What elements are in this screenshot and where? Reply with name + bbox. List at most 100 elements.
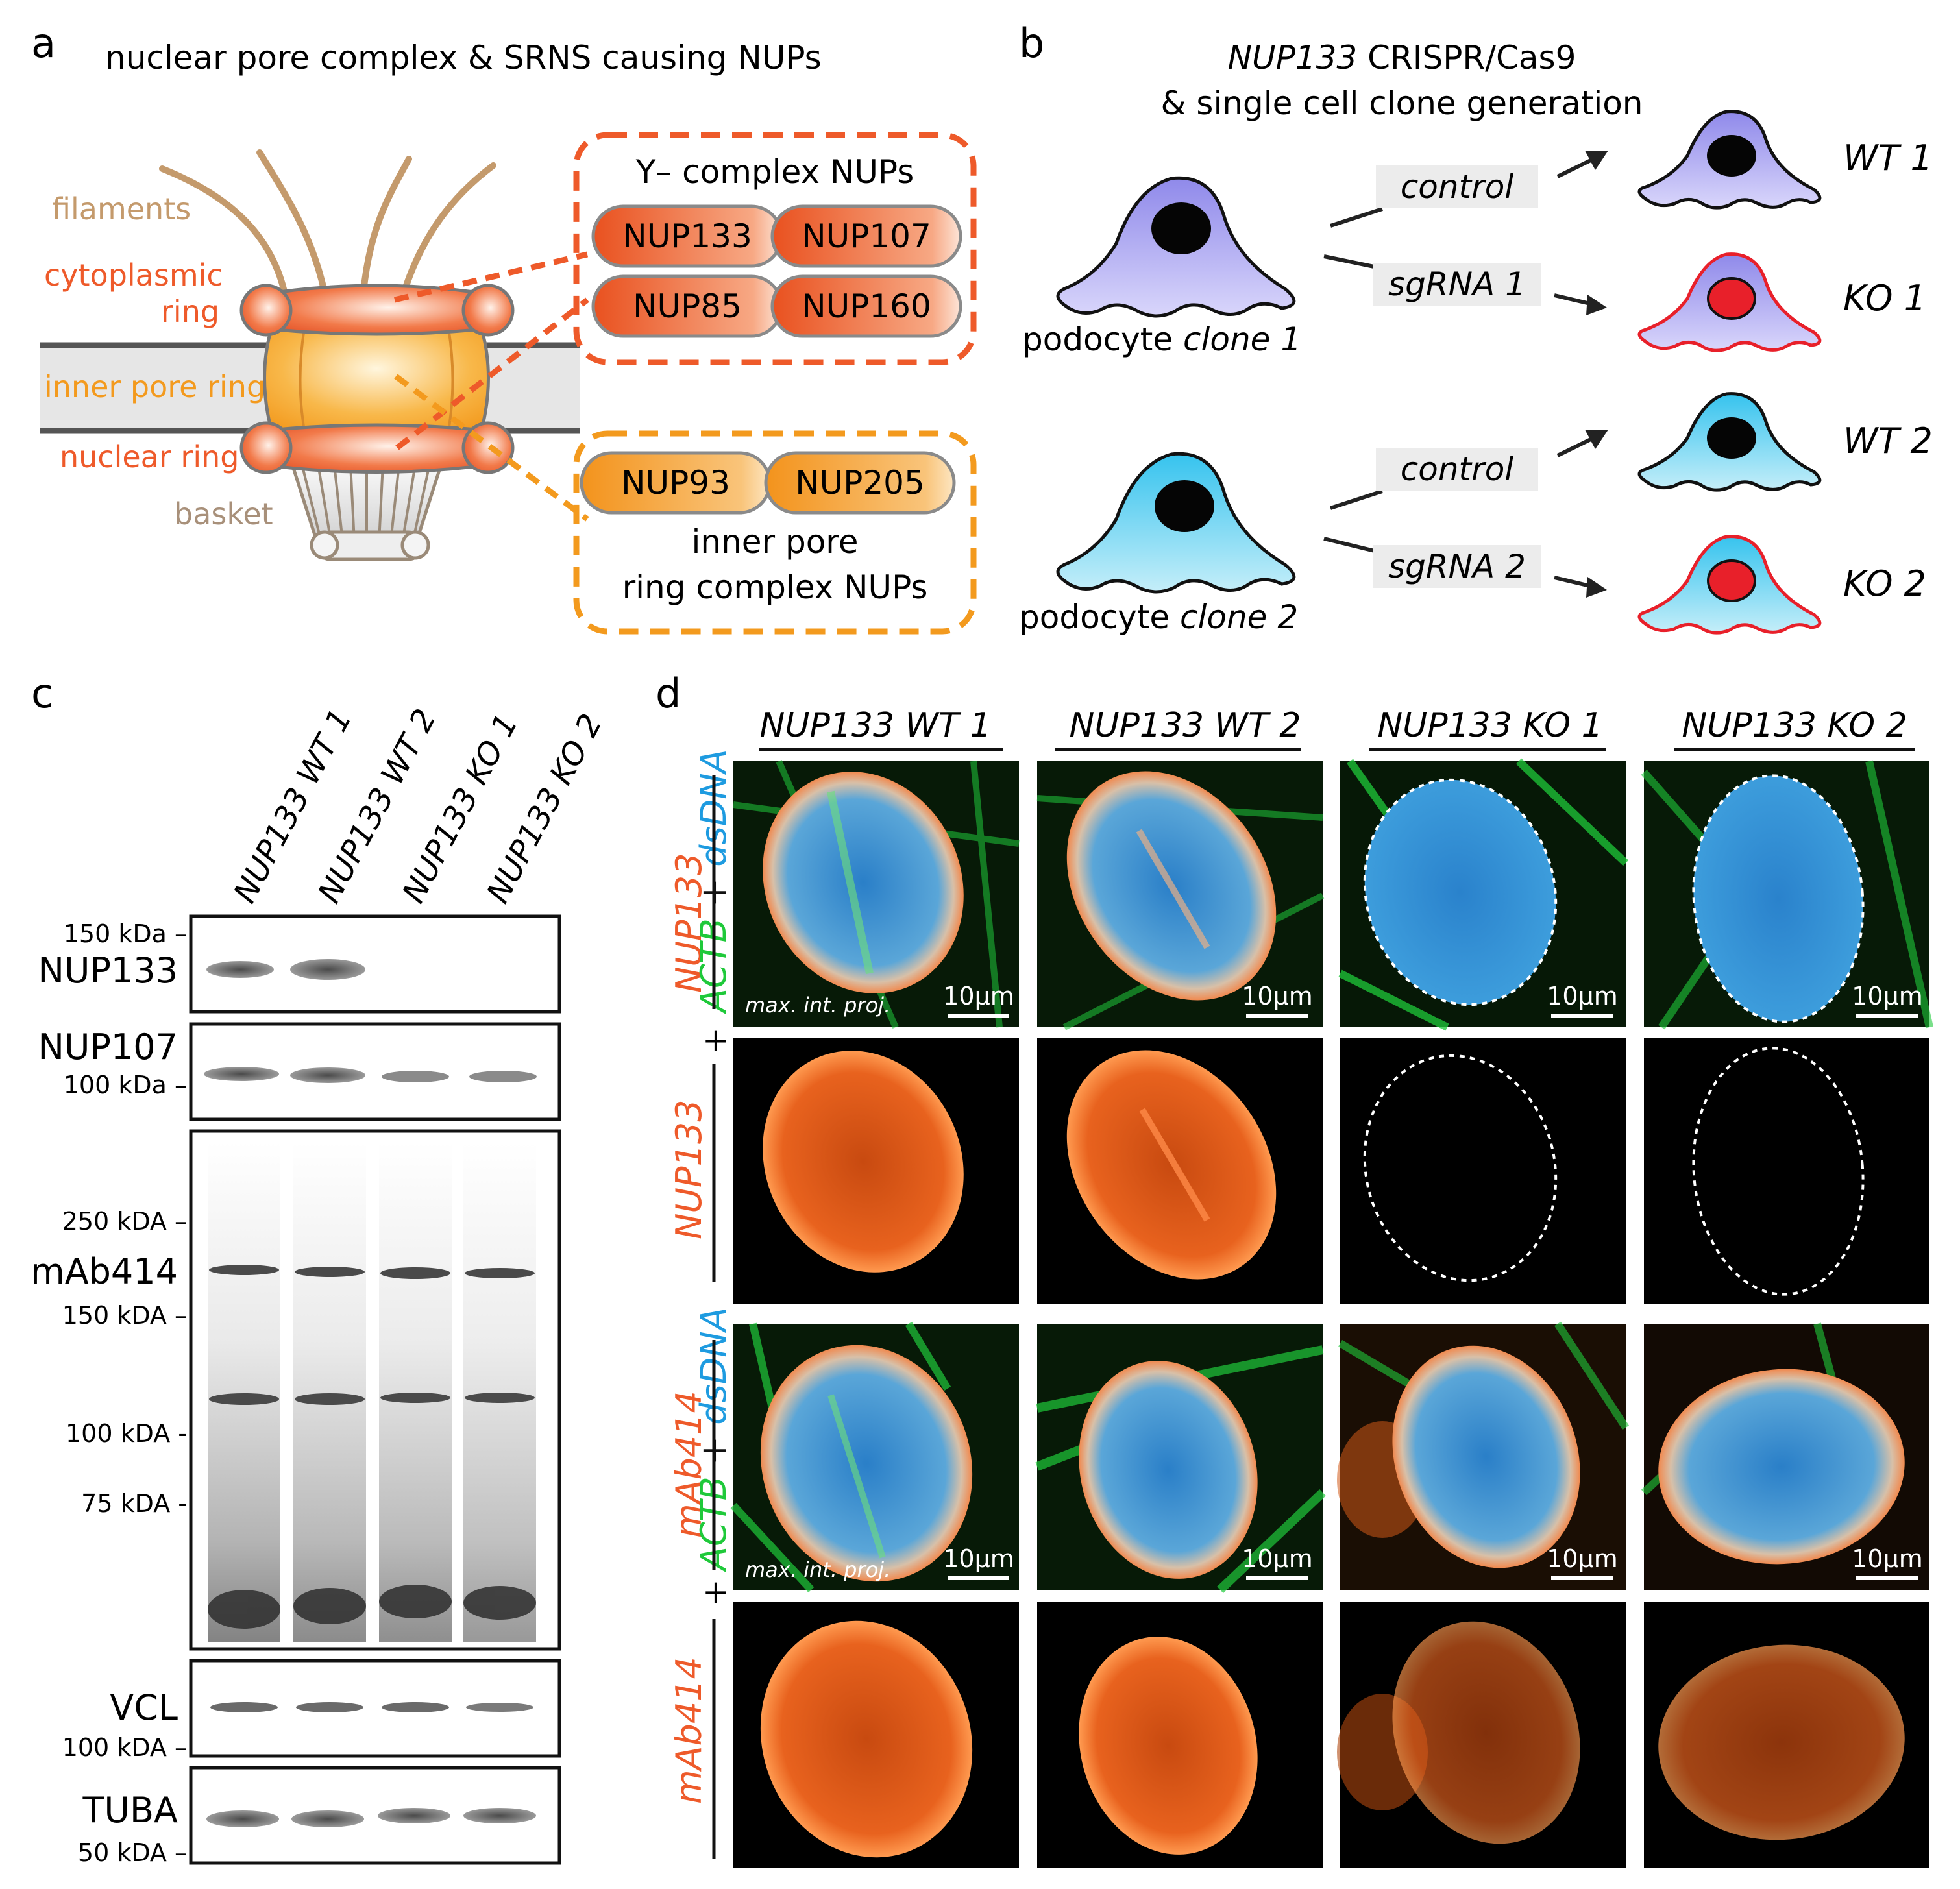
inner-pore-box	[573, 430, 977, 635]
blot-nup133	[189, 914, 561, 1014]
branch-sgrna-1: sgRNA 1	[1373, 263, 1541, 306]
inner-pore-caption-1: inner pore	[691, 523, 858, 561]
row-label-nup133: NUP133	[668, 1099, 709, 1239]
marker-mab414-75: 75 kDA -	[81, 1489, 187, 1518]
image-r1-c4: 10µm	[1641, 760, 1933, 1030]
image-r2-c2	[1037, 1038, 1323, 1304]
image-r2-c4	[1644, 1038, 1929, 1304]
svg-text:mAb414: mAb414	[668, 1391, 709, 1538]
image-r1-c2: 10µm	[1036, 761, 1325, 1030]
row-label-mab414: mAb414	[668, 1657, 709, 1804]
col-header-2: NUP133 WT 2	[1070, 706, 1301, 745]
pill-nup85: NUP85	[591, 274, 783, 338]
label-inner-pore-ring: inner pore ring	[44, 369, 265, 404]
image-r3-c1: max. int. proj. 10µm	[730, 1321, 1019, 1593]
y-complex-box	[573, 132, 977, 365]
result-wt1-cell	[1637, 110, 1822, 210]
blot-label-nup107: NUP107	[38, 1027, 178, 1067]
svg-text:10µm: 10µm	[943, 982, 1014, 1010]
image-r2-c3	[1340, 1038, 1626, 1304]
svg-text:NUP205: NUP205	[795, 464, 925, 502]
label-ring: ring	[161, 294, 219, 329]
nuclear-ring-left-bead	[239, 421, 293, 474]
panel-d-letter: d	[655, 670, 681, 717]
blot-nup107	[189, 1022, 561, 1121]
result-ko1-label: KO 1	[1843, 278, 1926, 319]
blot-mab414	[189, 1129, 561, 1651]
pill-nup107: NUP107	[770, 204, 962, 268]
inner-pore-caption-2: ring complex NUPs	[622, 568, 928, 606]
result-ko1-cell	[1637, 252, 1822, 352]
branch-control-1: control	[1376, 165, 1538, 208]
panel-c: c NUP133 WT 1 NUP133 WT 2 NUP133 KO 1 NU…	[31, 670, 609, 1867]
svg-text:NUP160: NUP160	[802, 287, 931, 325]
blot-label-mab414: mAb414	[31, 1251, 178, 1292]
marker-mab414-100: 100 kDA -	[66, 1419, 187, 1448]
result-wt2-label: WT 2	[1843, 420, 1933, 461]
image-r3-c4: 10µm	[1641, 1322, 1929, 1590]
svg-text:sgRNA 2: sgRNA 2	[1388, 548, 1526, 585]
branch-arrows	[1323, 151, 1608, 598]
marker-vcl-100: 100 kDA –	[62, 1733, 187, 1762]
cytoplasmic-ring-left-bead	[239, 284, 293, 337]
svg-text:NUP85: NUP85	[633, 287, 742, 325]
svg-text:max. int. proj.: max. int. proj.	[745, 993, 890, 1018]
result-ko2-label: KO 2	[1843, 563, 1926, 604]
nuclear-ring-right-bead	[461, 421, 515, 474]
result-ko2-cell	[1637, 535, 1822, 635]
panel-b: b NUP133 CRISPR/Cas9 & single cell clone…	[1019, 19, 1933, 636]
svg-text:control: control	[1401, 450, 1514, 488]
blot-label-vcl: VCL	[110, 1687, 178, 1728]
y-complex-title: Y– complex NUPs	[635, 153, 914, 191]
image-r4-c2	[1037, 1602, 1323, 1868]
svg-text:10µm: 10µm	[1852, 982, 1923, 1010]
svg-text:NUP133: NUP133	[668, 853, 709, 993]
pill-nup133: NUP133	[591, 204, 783, 268]
panel-d: d NUP133 WT 1 NUP133 WT 2 NUP133 KO 1 NU…	[655, 670, 1933, 1868]
marker-nup133-150: 150 kDa –	[64, 920, 187, 948]
svg-text:NUP93: NUP93	[621, 464, 730, 502]
col-header-1: NUP133 WT 1	[760, 706, 992, 745]
blot-label-nup133: NUP133	[38, 950, 178, 991]
image-r2-c1	[733, 1038, 1019, 1304]
svg-text:NUP107: NUP107	[802, 217, 931, 255]
svg-text:10µm: 10µm	[1242, 982, 1313, 1010]
pill-nup205: NUP205	[764, 451, 956, 515]
label-basket: basket	[174, 496, 273, 531]
row-label-nup133-merge: NUP133 ACTB + dsDNA	[668, 749, 734, 1014]
image-r1-c1: max. int. proj. 10µm	[733, 759, 1020, 1029]
svg-text:control: control	[1401, 168, 1514, 206]
svg-text:10µm: 10µm	[1547, 982, 1618, 1010]
row-label-mab414-merge: mAb414 ACTB + dsDNA	[668, 1307, 734, 1572]
blot-tuba	[189, 1766, 561, 1865]
image-r4-c4	[1644, 1602, 1929, 1868]
panel-a-letter: a	[31, 19, 56, 67]
col-header-4: NUP133 KO 2	[1682, 706, 1907, 745]
panel-b-letter: b	[1019, 19, 1044, 67]
row-plus-1: +	[702, 1021, 729, 1059]
row-plus-2: +	[702, 1573, 729, 1611]
marker-mab414-250: 250 kDA –	[62, 1207, 187, 1236]
image-r3-c2: 10µm	[1035, 1324, 1326, 1594]
clone-1-cell	[1056, 176, 1296, 318]
blot-label-tuba: TUBA	[82, 1790, 178, 1831]
image-r4-c1	[733, 1602, 1019, 1868]
cytoplasmic-ring-shape	[254, 284, 498, 336]
svg-text:10µm: 10µm	[1242, 1544, 1313, 1573]
pill-nup93: NUP93	[580, 451, 772, 515]
clone-2-cell	[1056, 452, 1296, 594]
panel-b-title-2: & single cell clone generation	[1161, 84, 1643, 122]
connectors	[393, 251, 589, 522]
svg-text:10µm: 10µm	[943, 1544, 1014, 1573]
branch-control-2: control	[1376, 448, 1538, 491]
marker-mab414-150: 150 kDA –	[62, 1301, 187, 1330]
svg-text:sgRNA 1: sgRNA 1	[1388, 265, 1526, 303]
label-nuclear-ring: nuclear ring	[60, 439, 239, 474]
image-r1-c3: 10µm	[1338, 758, 1629, 1031]
panel-c-letter: c	[31, 670, 53, 717]
filaments	[159, 149, 496, 300]
panel-a-title: nuclear pore complex & SRNS causing NUPs	[105, 39, 822, 77]
marker-tuba-50: 50 kDA –	[78, 1838, 187, 1867]
clone-2-label: podocyte clone 2	[1019, 598, 1298, 636]
